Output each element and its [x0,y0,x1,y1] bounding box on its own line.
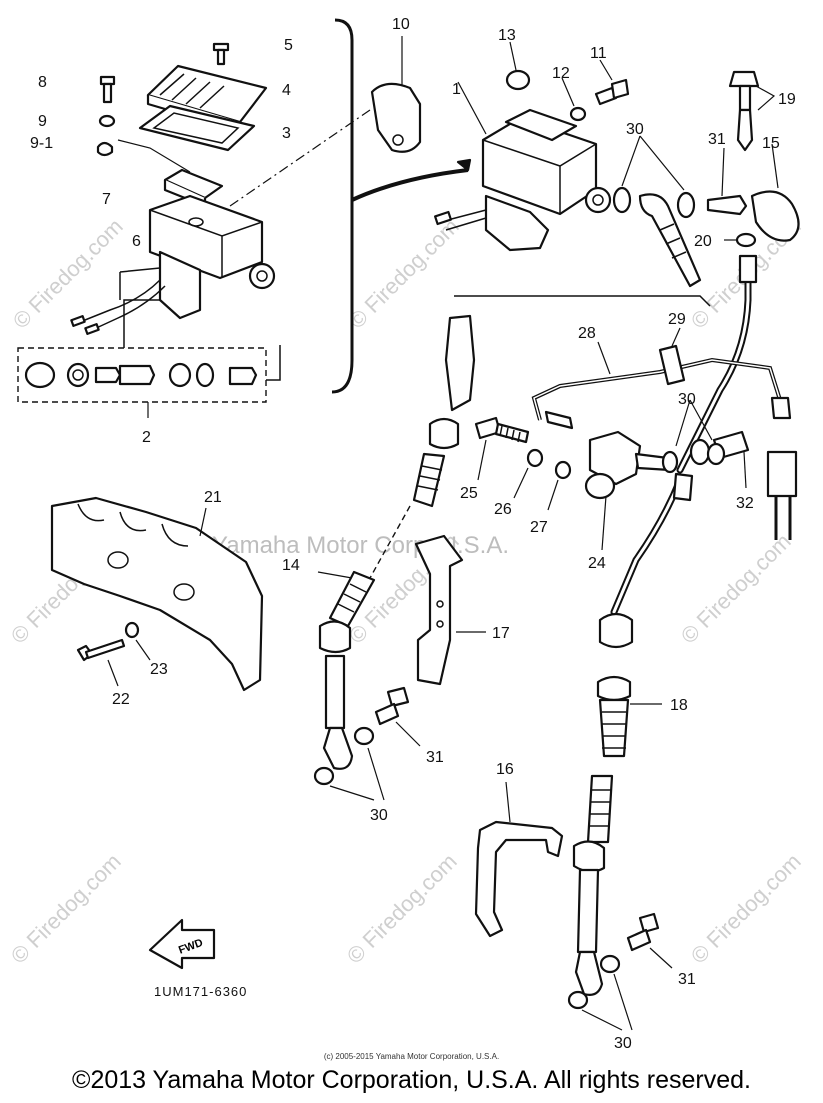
main-copyright: ©2013 Yamaha Motor Corporation, U.S.A. A… [72,1066,751,1094]
hose-14 [313,570,385,801]
callout-11: 11 [590,45,607,62]
callout-24: 24 [588,555,606,572]
small-hardware-top [505,41,630,122]
joint-24 [584,430,679,551]
callout-23: 23 [150,661,168,678]
divider-bracket [331,18,354,394]
watermark-site: © Firedog.com [686,849,806,969]
watermark-site: © Firedog.com [676,529,796,649]
bolts-25-27 [474,416,572,511]
assembly-arrow [351,168,469,202]
watermark-corp: Yamaha Motor Corp, U.S.A. [212,532,509,559]
callout-13: 13 [498,27,516,44]
callout-9: 9 [38,113,47,130]
callout-30: 30 [626,121,644,138]
callout-19: 19 [778,91,796,108]
callout-31: 31 [426,749,444,766]
callout-9-1: 9-1 [30,135,53,152]
callout-28: 28 [578,325,596,342]
callout-1: 1 [452,81,461,98]
callout-2: 2 [142,429,151,446]
callout-16: 16 [496,761,514,778]
small-copyright: (c) 2005-2015 Yamaha Motor Corporation, … [323,1052,500,1061]
callout-18: 18 [670,697,688,714]
callout-15: 15 [762,135,780,152]
callout-14: 14 [282,557,300,574]
hose-18 [567,472,694,1031]
guard-21 [50,496,264,692]
callout-31: 31 [708,131,726,148]
fwd-arrow: FWD [148,918,216,970]
callout-6: 6 [132,233,141,250]
callout-5: 5 [284,37,293,54]
callout-31: 31 [678,971,696,988]
bracket-17 [414,534,486,686]
master-cylinder-exploded [70,42,371,335]
callout-21: 21 [204,489,222,506]
callout-27: 27 [530,519,548,536]
bolts-31 [374,686,673,969]
callouts: 1 2 3 4 5 6 7 8 9 9-1 10 11 12 13 14 15 … [30,16,796,1052]
callout-30: 30 [614,1035,632,1052]
callout-10: 10 [392,16,410,33]
callout-12: 12 [552,65,570,82]
watermark-site: © Firedog.com [342,849,462,969]
callout-7: 7 [102,191,111,208]
callout-32: 32 [736,495,754,512]
watermark-site: © Firedog.com [344,214,464,334]
kit-box-2 [17,299,281,418]
callout-8: 8 [38,74,47,91]
callout-3: 3 [282,125,291,142]
watermark-site: © Firedog.com [6,849,126,969]
callout-22: 22 [112,691,130,708]
clamp-10 [370,36,422,153]
callout-4: 4 [282,82,291,99]
callout-26: 26 [494,501,512,518]
callout-30: 30 [678,391,696,408]
diagram-code: 1UM171-6360 [154,984,247,999]
callout-20: 20 [694,233,712,250]
callout-30: 30 [370,807,388,824]
callout-17: 17 [492,625,510,642]
bleeder-and-fittings [706,70,800,248]
parts-diagram: © Firedog.com © Firedog.com © Firedog.co… [6,16,806,1052]
upper-hose [369,295,711,579]
watermark-site: © Firedog.com [8,214,128,334]
bracket-16 [474,781,564,938]
callout-29: 29 [668,311,686,328]
master-cylinder-assembly [351,81,612,252]
callout-25: 25 [460,485,478,502]
brake-line-right [531,254,798,540]
washers-30-top [612,135,702,288]
